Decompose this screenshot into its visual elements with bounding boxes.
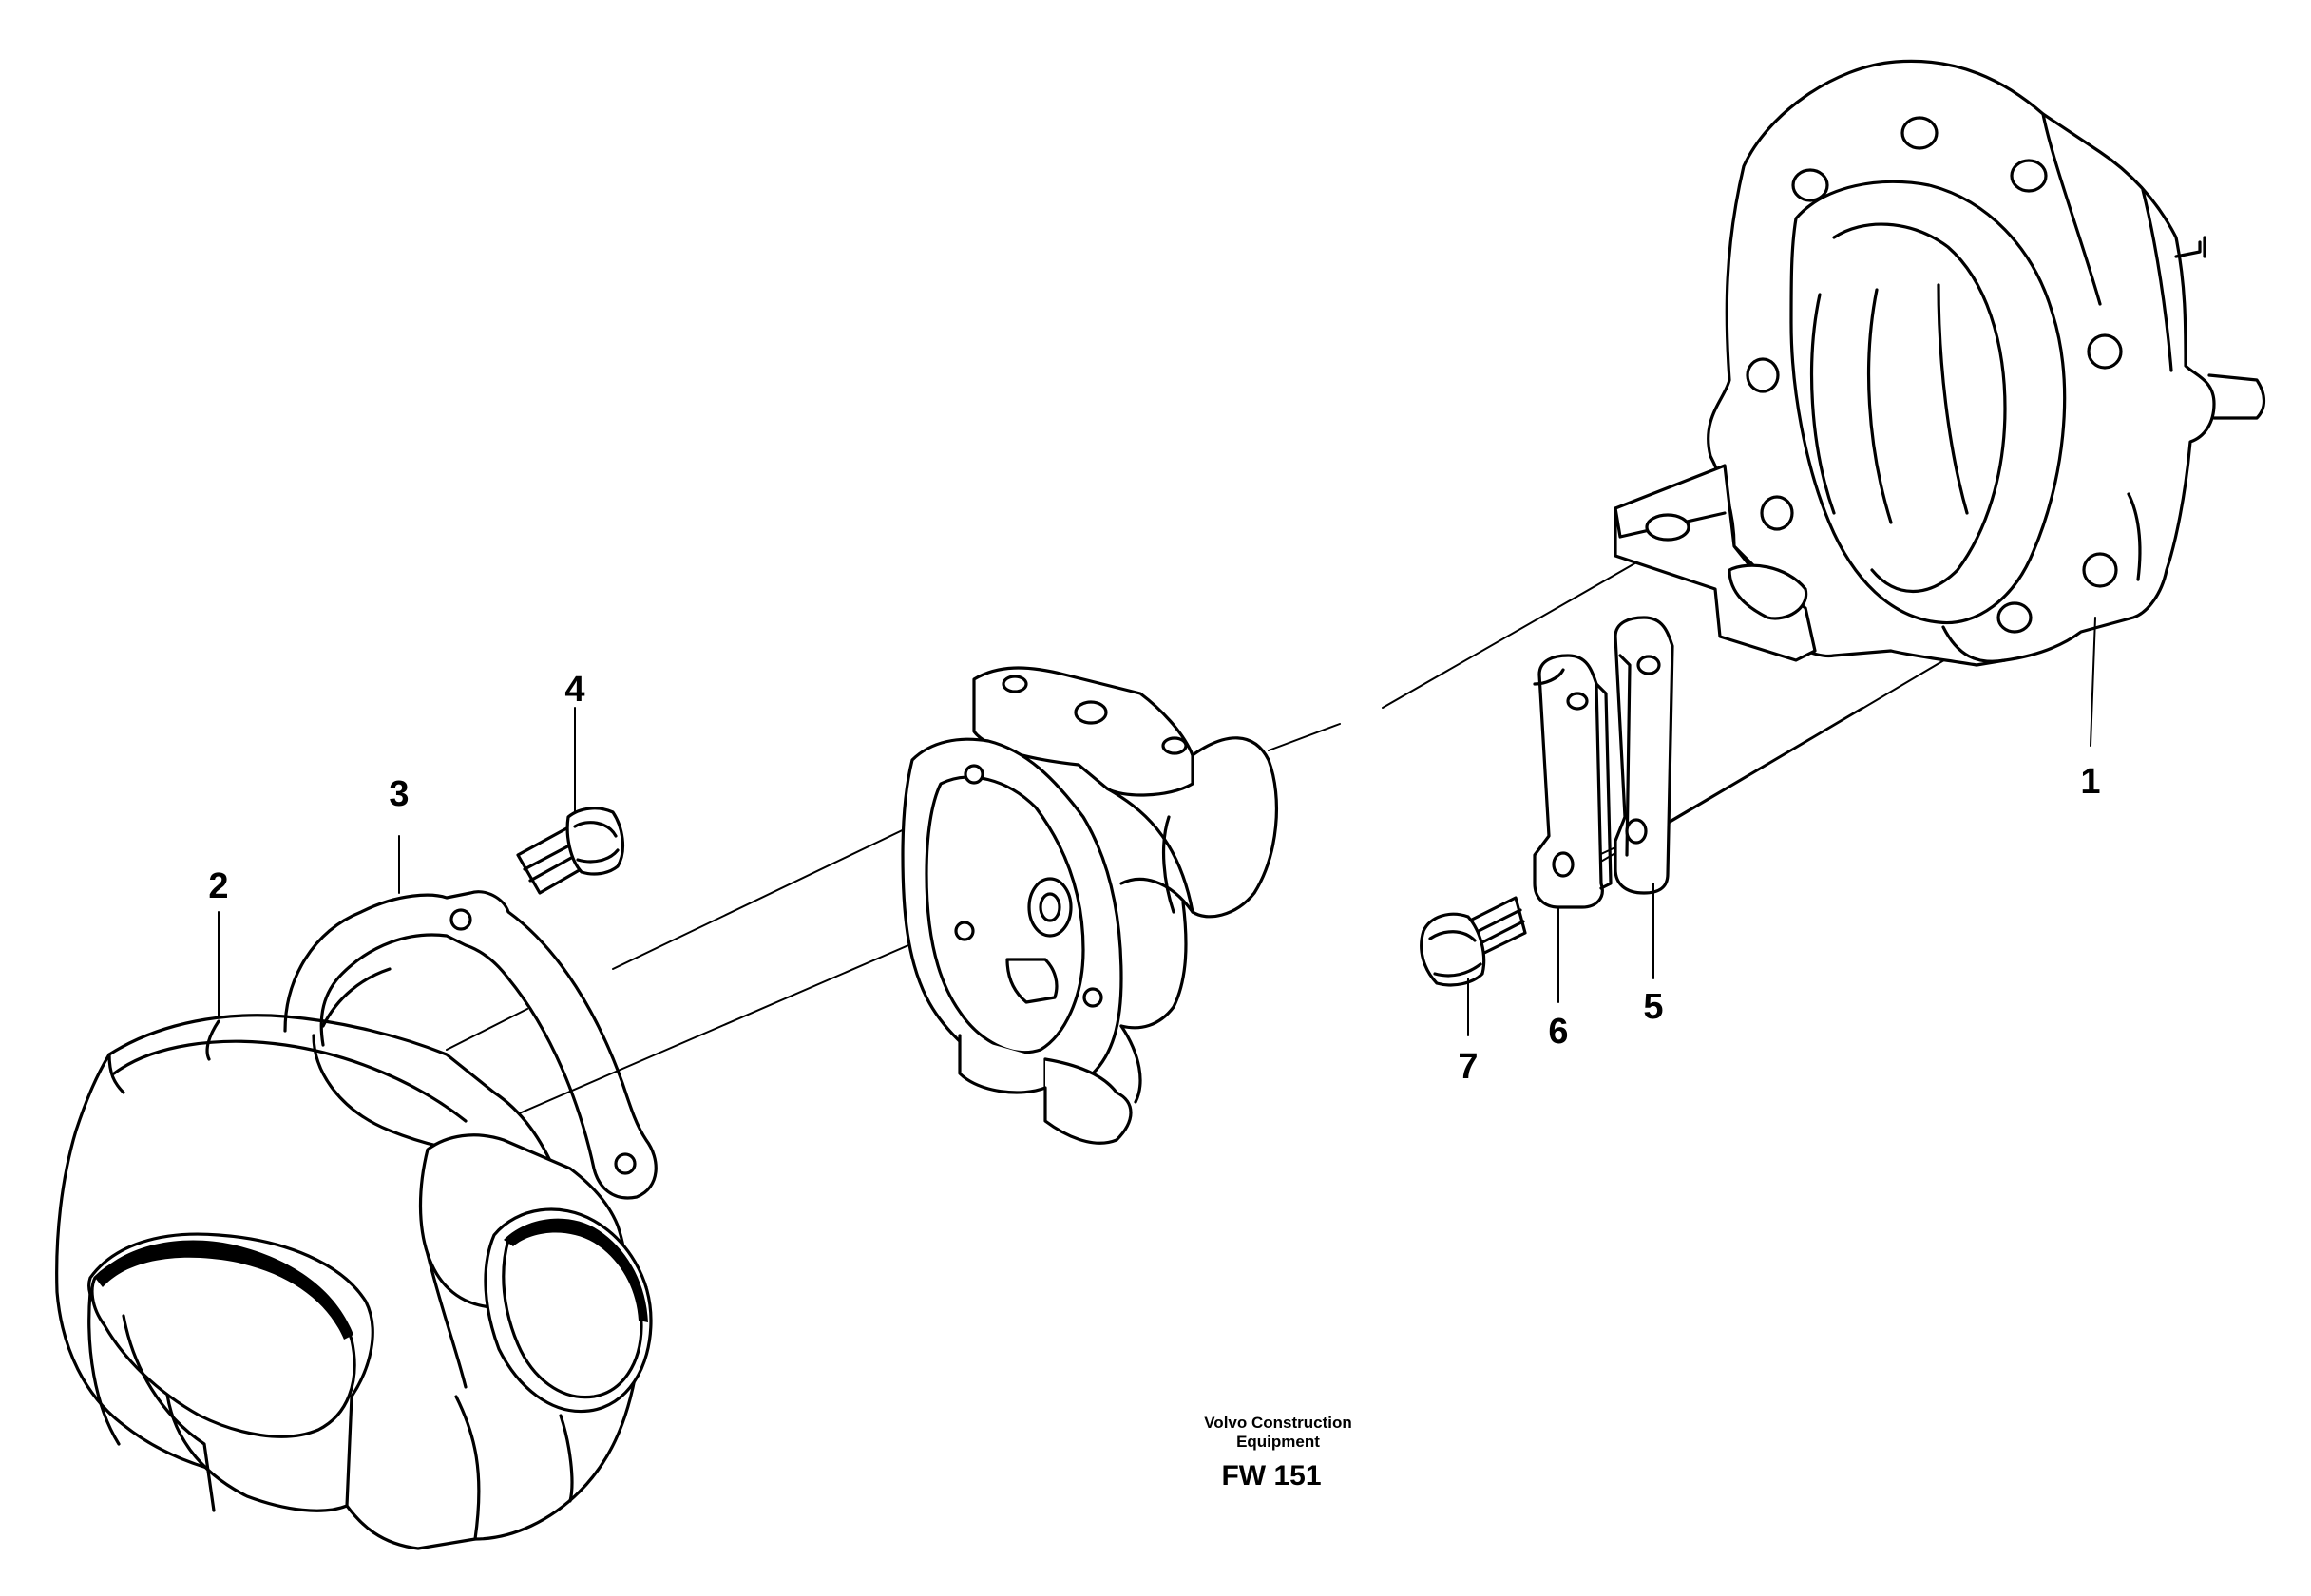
gasket-icon	[283, 890, 658, 1200]
callout-7: 7	[1458, 1047, 1478, 1087]
credit-line-1: Volvo Construction	[1204, 1414, 1352, 1432]
callouts: 1 2 3 4 5 6 7	[208, 670, 2100, 1087]
callout-3: 3	[389, 774, 409, 814]
bolt-icon	[516, 807, 625, 895]
bracket-plate-icon	[1614, 616, 1674, 895]
callout-2: 2	[208, 866, 228, 906]
credit-block: Volvo Construction Equipment FW 151	[1204, 1414, 1352, 1492]
bearing-housing-icon	[901, 666, 1279, 1145]
compressor-housing-icon	[55, 1014, 653, 1550]
bracket-plate-icon	[1533, 654, 1613, 909]
bolt-icon	[1420, 896, 1527, 987]
figure-code: FW 151	[1221, 1460, 1321, 1492]
callout-6: 6	[1548, 1012, 1568, 1052]
callout-5: 5	[1643, 987, 1663, 1027]
flywheel-housing-icon	[1614, 59, 2266, 667]
callout-4: 4	[564, 670, 584, 710]
leader-lines	[218, 617, 2096, 1036]
callout-1: 1	[2080, 762, 2100, 802]
credit-line-2: Equipment	[1236, 1433, 1320, 1451]
